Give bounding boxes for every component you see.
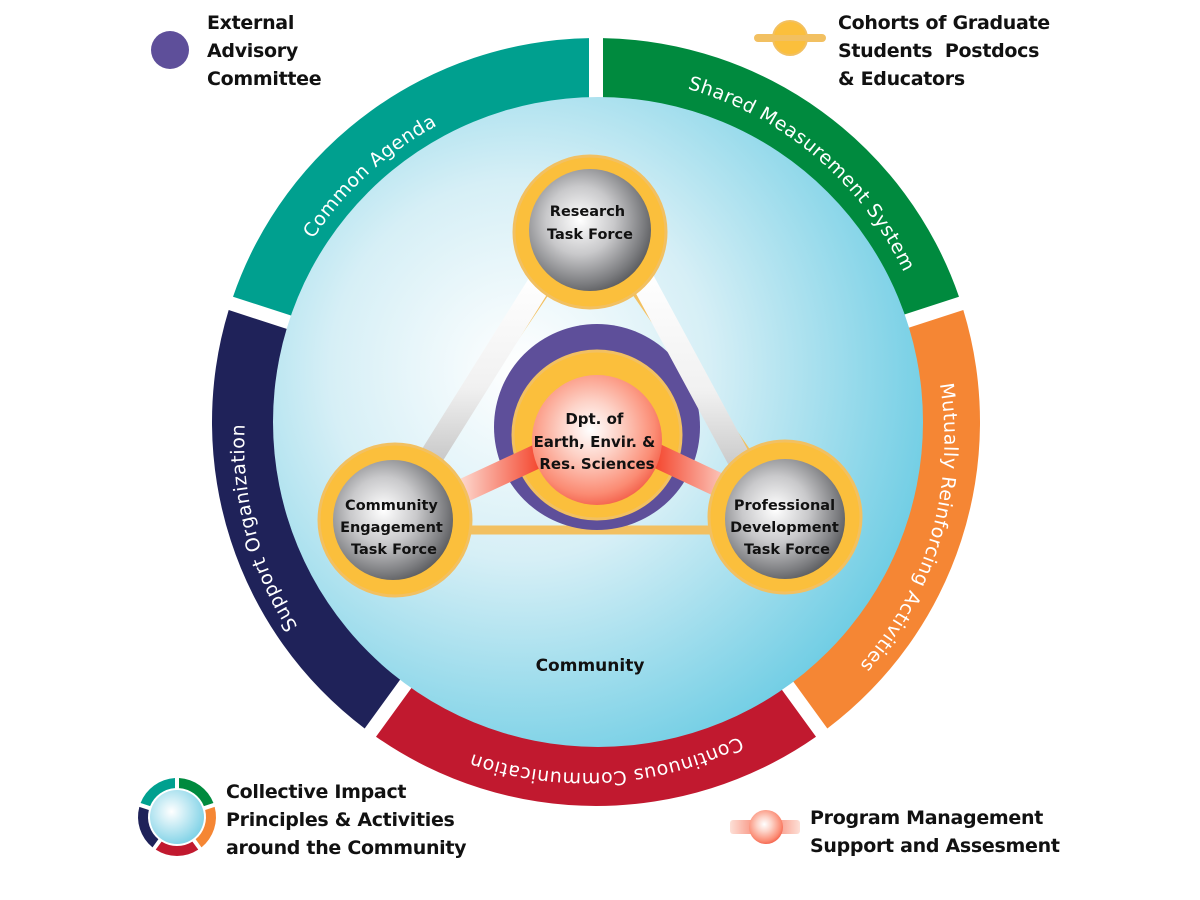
legend-ring-segment-support-organization xyxy=(138,806,159,848)
community-label: Community xyxy=(536,656,645,676)
department-label: Dpt. of Earth, Envir. & Res. Sciences xyxy=(534,410,661,473)
legend-line: Committee xyxy=(207,68,322,90)
legend-line: Cohorts of Graduate xyxy=(838,12,1050,34)
research-task-force-label: Research Task Force xyxy=(547,204,633,243)
research-task-force-node: Research Task Force xyxy=(512,154,668,310)
program-management-legend: Program Management Support and Assesment xyxy=(810,804,1060,860)
department-sphere xyxy=(532,375,662,505)
professional-development-task-force-node: Professional Development Task Force xyxy=(707,439,863,595)
legend-ring-segment-continuous-communication xyxy=(155,841,199,857)
professional-development-task-force-label: Professional Development Task Force xyxy=(730,498,844,558)
legend-ring-segment-shared-measurement xyxy=(179,778,214,807)
legend-line: Support and Assesment xyxy=(810,835,1060,857)
legend-line: Principles & Activities xyxy=(226,809,455,831)
legend-ring-segment-mutually-reinforcing xyxy=(195,806,216,848)
legend-line: around the Community xyxy=(226,837,467,859)
legend-line: Students Postdocs xyxy=(838,40,1040,62)
legend-line: Advisory xyxy=(207,40,298,62)
cohorts-legend: Cohorts of Graduate Students Postdocs & … xyxy=(838,9,1050,93)
legend-line: & Educators xyxy=(838,68,965,90)
collective-impact-legend: Collective Impact Principles & Activitie… xyxy=(226,778,467,862)
collective-impact-legend-icon xyxy=(138,778,216,857)
link-research-professional xyxy=(626,260,757,482)
community-engagement-task-force-node: Community Engagement Task Force xyxy=(317,442,473,598)
cohorts-legend-icon xyxy=(754,20,826,56)
link-research-community xyxy=(416,263,557,474)
program-management-legend-icon xyxy=(730,810,800,844)
link-center-community xyxy=(444,443,552,506)
legend-ring-segment-common-agenda xyxy=(140,778,175,807)
legend-line: Collective Impact xyxy=(226,781,407,803)
legend-line: External xyxy=(207,12,295,34)
external-advisory-legend-icon xyxy=(151,31,189,69)
legend-line: Program Management xyxy=(810,807,1044,829)
external-advisory-legend: External Advisory Committee xyxy=(207,9,322,93)
community-engagement-task-force-label: Community Engagement Task Force xyxy=(340,498,448,558)
